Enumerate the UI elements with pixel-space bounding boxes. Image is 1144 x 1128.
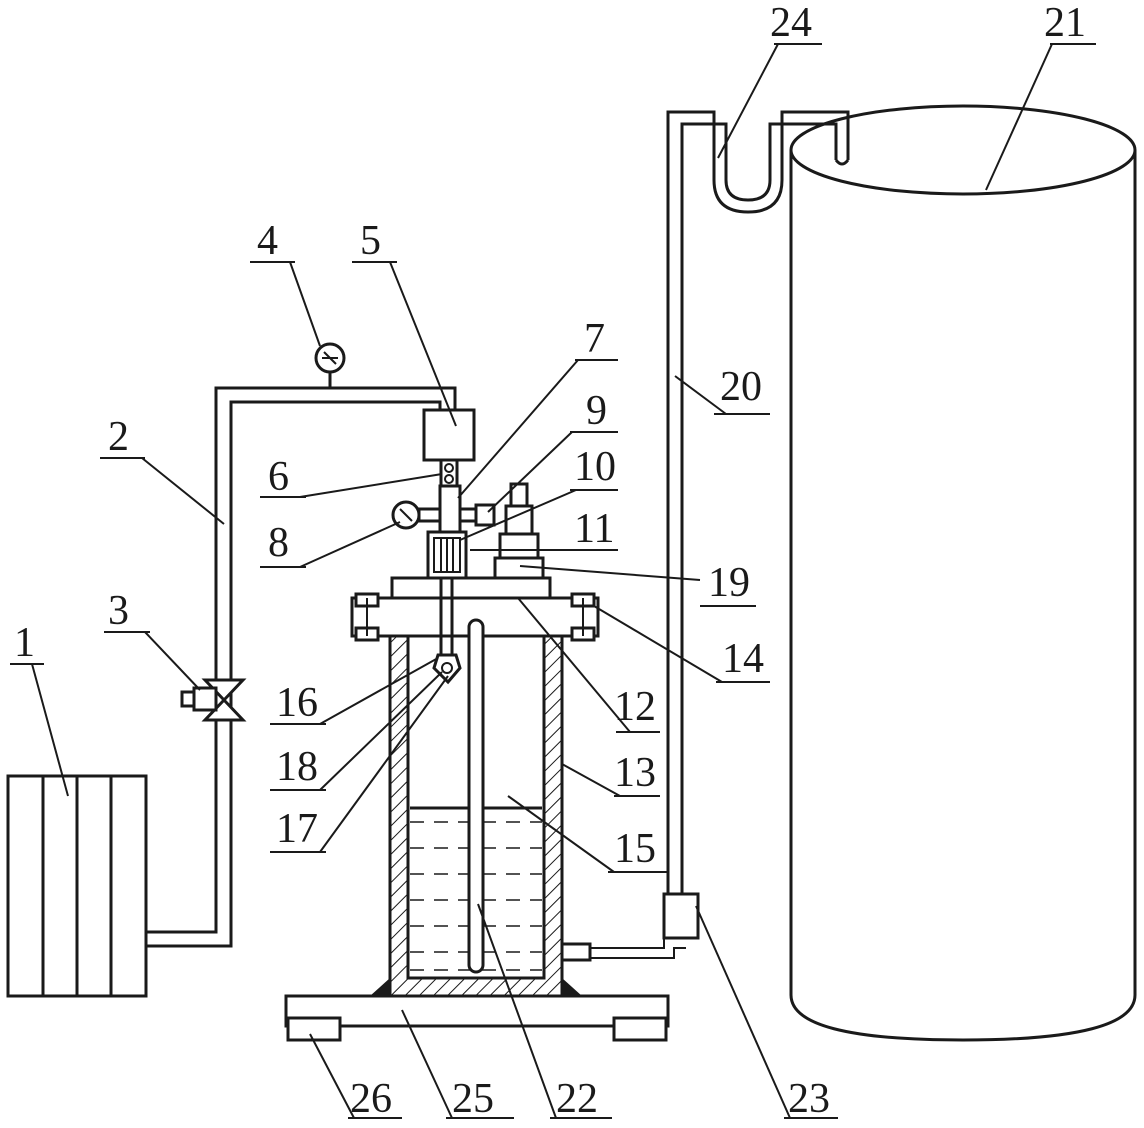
label-16: 16 (276, 680, 318, 726)
valve (180, 678, 247, 722)
fitting (439, 458, 459, 488)
label-6: 6 (268, 454, 289, 500)
safety-valve (493, 482, 545, 580)
part-labels: 1 2 3 4 5 6 7 8 9 10 11 12 13 14 15 16 1… (14, 0, 1086, 1122)
gas-cylinder-bank (6, 774, 148, 998)
base-plate (284, 994, 670, 1028)
label-25: 25 (452, 1076, 494, 1122)
label-1: 1 (14, 620, 35, 666)
leader-lines (10, 43, 1096, 1119)
u-tube (700, 110, 850, 214)
heater-coil (426, 530, 468, 580)
gas-pipeline (146, 386, 457, 948)
storage-tank (789, 104, 1137, 1042)
reactor-pressure-gauge (391, 500, 442, 530)
regulator-box (422, 408, 476, 462)
outlet-pipe (560, 934, 686, 962)
label-21: 21 (1044, 0, 1086, 46)
label-14: 14 (722, 636, 764, 682)
tee-connector (438, 484, 462, 534)
label-4: 4 (257, 218, 278, 264)
reactor-lid (390, 576, 552, 600)
label-10: 10 (574, 444, 616, 490)
label-7: 7 (584, 316, 605, 362)
label-2: 2 (108, 414, 129, 460)
label-3: 3 (108, 588, 129, 634)
heater-rod (432, 578, 462, 685)
label-19: 19 (708, 560, 750, 606)
label-13: 13 (614, 750, 656, 796)
label-15: 15 (614, 826, 656, 872)
label-24: 24 (770, 0, 812, 46)
label-20: 20 (720, 364, 762, 410)
label-22: 22 (556, 1076, 598, 1122)
label-18: 18 (276, 744, 318, 790)
line-pressure-gauge (314, 342, 346, 388)
exhaust-pipe (666, 110, 700, 894)
label-8: 8 (268, 520, 289, 566)
label-5: 5 (360, 218, 381, 264)
label-9: 9 (586, 388, 607, 434)
side-valve (458, 503, 496, 527)
flow-meter (662, 892, 700, 940)
label-26: 26 (350, 1076, 392, 1122)
label-17: 17 (276, 806, 318, 852)
label-11: 11 (574, 506, 614, 552)
label-12: 12 (614, 684, 656, 730)
label-23: 23 (788, 1076, 830, 1122)
thermometer-tube (467, 618, 485, 974)
